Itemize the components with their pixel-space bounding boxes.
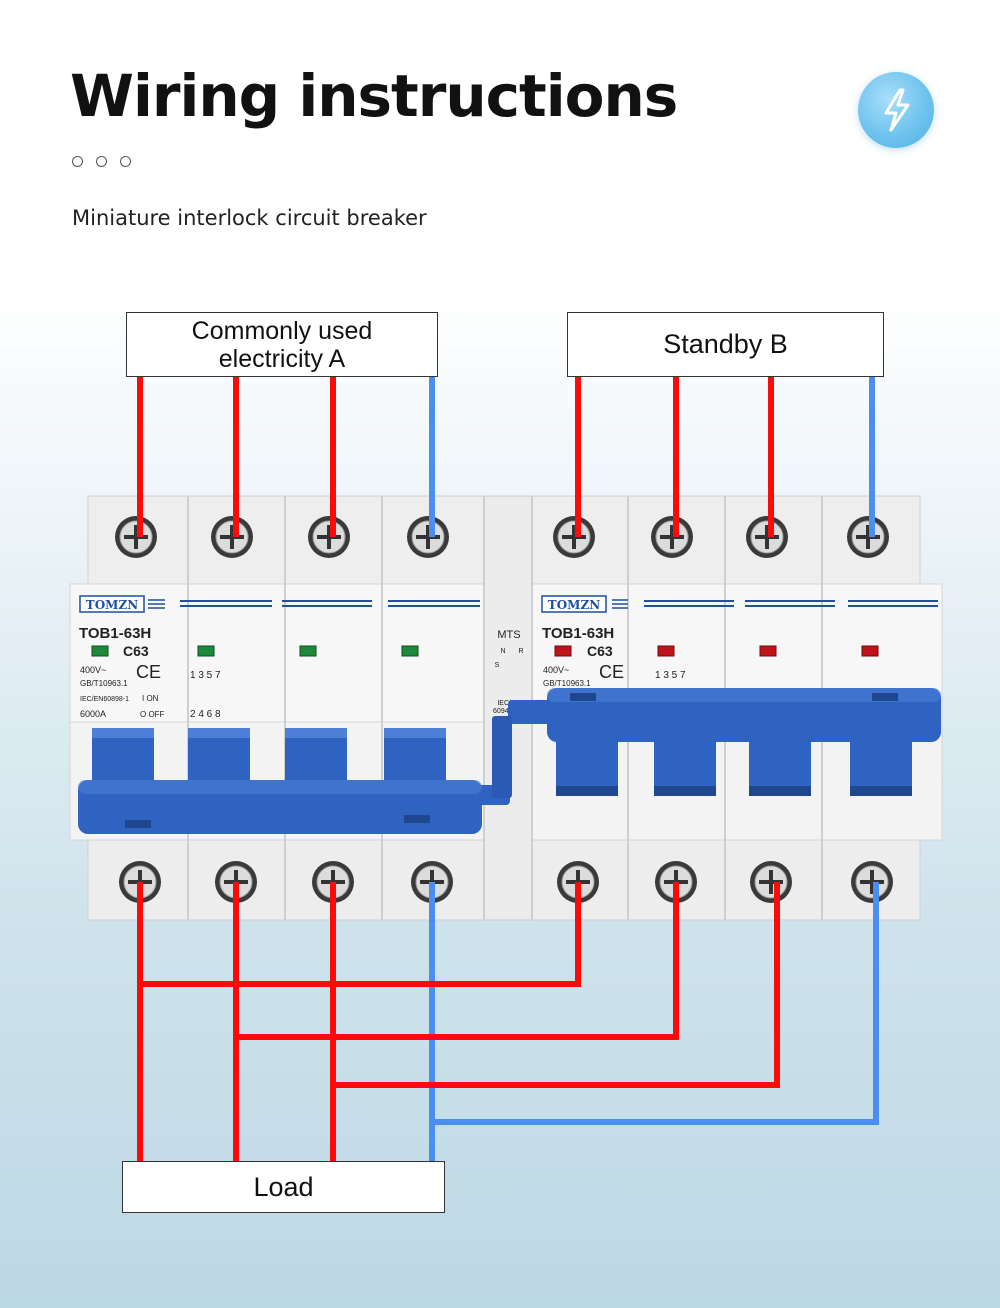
iec-a: IEC/EN60898-1: [80, 696, 129, 703]
pagination-dots: [72, 156, 131, 167]
handle-shadow: [850, 786, 912, 796]
capacity-a: 6000A: [80, 709, 106, 719]
brand-logo-a: [79, 595, 145, 613]
terminals-top-a: 1 3 5 7: [190, 670, 221, 681]
off-label-a: O OFF: [140, 710, 165, 719]
breaker-a-labels: TOMZN TOB1-63H C63 400V~ CE GB/T10963.1 …: [79, 595, 221, 720]
transfer-live-wire-1: [140, 882, 581, 987]
load-label: Load: [122, 1161, 445, 1213]
source-b-label: Standby B: [567, 312, 884, 377]
indicator-red: [657, 645, 675, 657]
wires: [137, 377, 879, 1161]
standard-b: GB/T10963.1: [543, 679, 591, 688]
page-subtitle: Miniature interlock circuit breaker: [72, 206, 427, 230]
indicator-green: [91, 645, 109, 657]
page-title: Wiring instructions: [70, 62, 678, 130]
terminals-top-b: 1 3 5 7: [655, 670, 686, 681]
handle-shadow: [749, 786, 811, 796]
ce-mark-a: CE: [136, 662, 161, 682]
indicator-red: [759, 645, 777, 657]
breaker-b-labels: TOMZN TOB1-63H C63 400V~ CE GB/T10963.1 …: [541, 595, 686, 688]
ce-mark-b: CE: [599, 662, 624, 682]
interlock-bars: [78, 688, 941, 834]
model-a: TOB1-63H: [79, 625, 151, 642]
lightning-icon: [884, 88, 910, 132]
handle-highlight: [92, 728, 154, 738]
dot: [72, 156, 83, 167]
brand-a: TOMZN: [86, 598, 138, 612]
on-label-a: I ON: [142, 694, 159, 703]
voltage-b: 400V~: [543, 665, 569, 675]
rating-a: C63: [123, 643, 149, 659]
standard-a: GB/T10963.1: [80, 679, 128, 688]
lightning-badge: [858, 72, 934, 148]
indicator-red: [554, 645, 572, 657]
brand-b: TOMZN: [548, 598, 600, 612]
indicator-green: [299, 645, 317, 657]
interlock-n: N: [500, 648, 505, 655]
transfer-live-wire-3: [333, 882, 780, 1088]
dot: [96, 156, 107, 167]
transfer-neutral-wire: [432, 882, 879, 1125]
handle-highlight: [188, 728, 250, 738]
brand-logo-b: [541, 595, 607, 613]
voltage-a: 400V~: [80, 665, 106, 675]
interlock-label: MTS: [497, 629, 520, 641]
handle-shadow: [556, 786, 618, 796]
interlock-r: R: [518, 648, 523, 655]
interlock-arm: [492, 716, 512, 798]
interlock-s: S: [495, 662, 500, 669]
indicator-green: [401, 645, 419, 657]
terminals-bottom-a: 2 4 6 8: [190, 709, 221, 720]
indicator-red: [861, 645, 879, 657]
dot: [120, 156, 131, 167]
interlock-link-b: [508, 700, 552, 724]
model-b: TOB1-63H: [542, 625, 614, 642]
handle-highlight: [384, 728, 446, 738]
transfer-live-wire-2: [236, 882, 679, 1040]
indicator-green: [197, 645, 215, 657]
source-a-label: Commonly used electricity A: [126, 312, 438, 377]
handle-shadow: [654, 786, 716, 796]
handle-highlight: [285, 728, 347, 738]
rating-b: C63: [587, 643, 613, 659]
